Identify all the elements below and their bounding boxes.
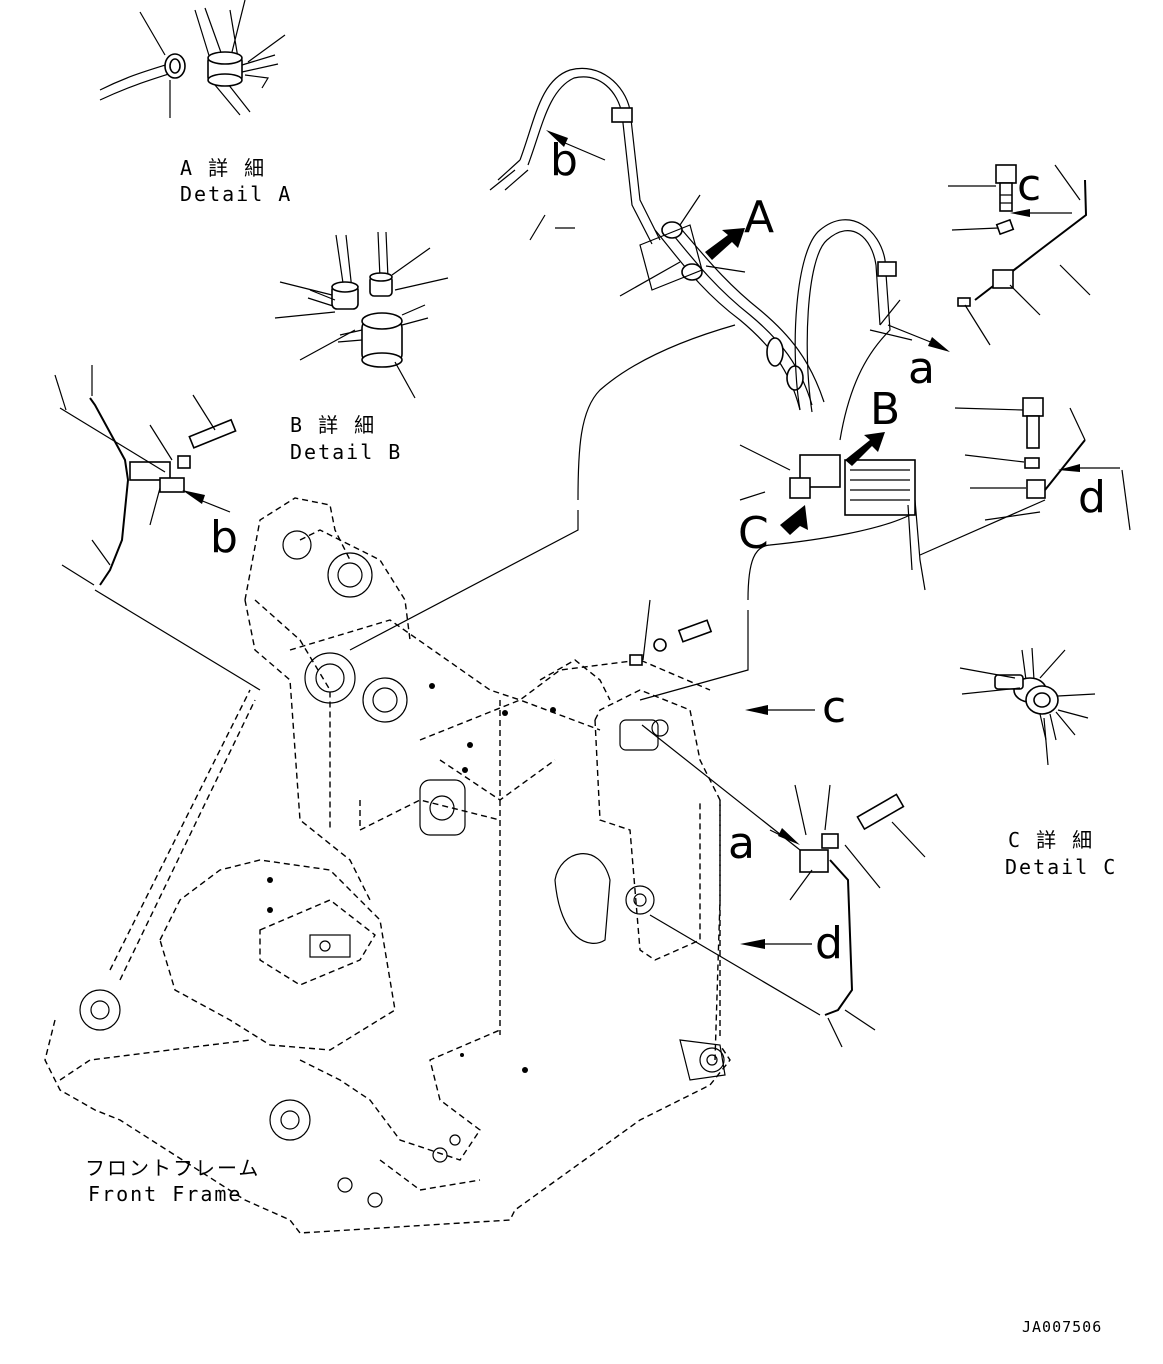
detail-a-title-en: Detail A bbox=[180, 182, 292, 206]
front-frame-label-jp: フロントフレーム bbox=[85, 1156, 260, 1180]
arrow-a-lower bbox=[778, 828, 800, 845]
arrow-c-upper bbox=[1010, 209, 1030, 217]
detail-c-title-jp: C 詳 細 bbox=[1008, 828, 1094, 852]
callout-a-lower: a bbox=[728, 818, 755, 869]
harness-leaders bbox=[529, 194, 913, 501]
callout-d-lower: d bbox=[815, 918, 843, 969]
detail-a-drawing bbox=[99, 0, 286, 118]
callout-big-b: B bbox=[870, 384, 900, 435]
sensor-bracket-b bbox=[54, 365, 261, 691]
callout-b-left: b bbox=[210, 512, 238, 563]
arrow-d-right bbox=[1058, 464, 1080, 472]
arrow-c bbox=[780, 505, 808, 535]
detail-b-drawing bbox=[274, 231, 449, 399]
sensor-bracket-c bbox=[948, 164, 1091, 346]
wiring-harness bbox=[349, 67, 1046, 701]
callout-c-upper: c bbox=[1017, 160, 1041, 211]
detail-b-title-jp: B 詳 細 bbox=[290, 413, 376, 437]
arrow-b-left bbox=[182, 490, 205, 504]
front-frame bbox=[44, 497, 731, 1234]
detail-a-title-jp: A 詳 細 bbox=[180, 156, 266, 180]
callout-d-right: d bbox=[1078, 472, 1106, 523]
arrow-a bbox=[705, 228, 745, 260]
callout-a-right: a bbox=[908, 343, 935, 394]
arrow-a-right bbox=[928, 337, 950, 352]
arrow-b-upper bbox=[546, 130, 568, 147]
frame-leaders bbox=[629, 599, 815, 949]
sensor-bracket-d bbox=[954, 397, 1131, 531]
arrow-b bbox=[845, 432, 885, 466]
callout-big-c: C bbox=[738, 508, 769, 559]
callout-big-a: A bbox=[744, 192, 774, 243]
detail-c-title-en: Detail C bbox=[1005, 855, 1117, 879]
drawing-id: JA007506 bbox=[1022, 1318, 1102, 1336]
callout-c-frame: c bbox=[822, 682, 846, 733]
callout-b-upper: b bbox=[550, 135, 578, 186]
detail-b-title-en: Detail B bbox=[290, 440, 402, 464]
detail-c-drawing bbox=[959, 647, 1096, 766]
sensor-bracket-lower bbox=[641, 724, 926, 1048]
front-frame-label-en: Front Frame bbox=[88, 1182, 242, 1206]
